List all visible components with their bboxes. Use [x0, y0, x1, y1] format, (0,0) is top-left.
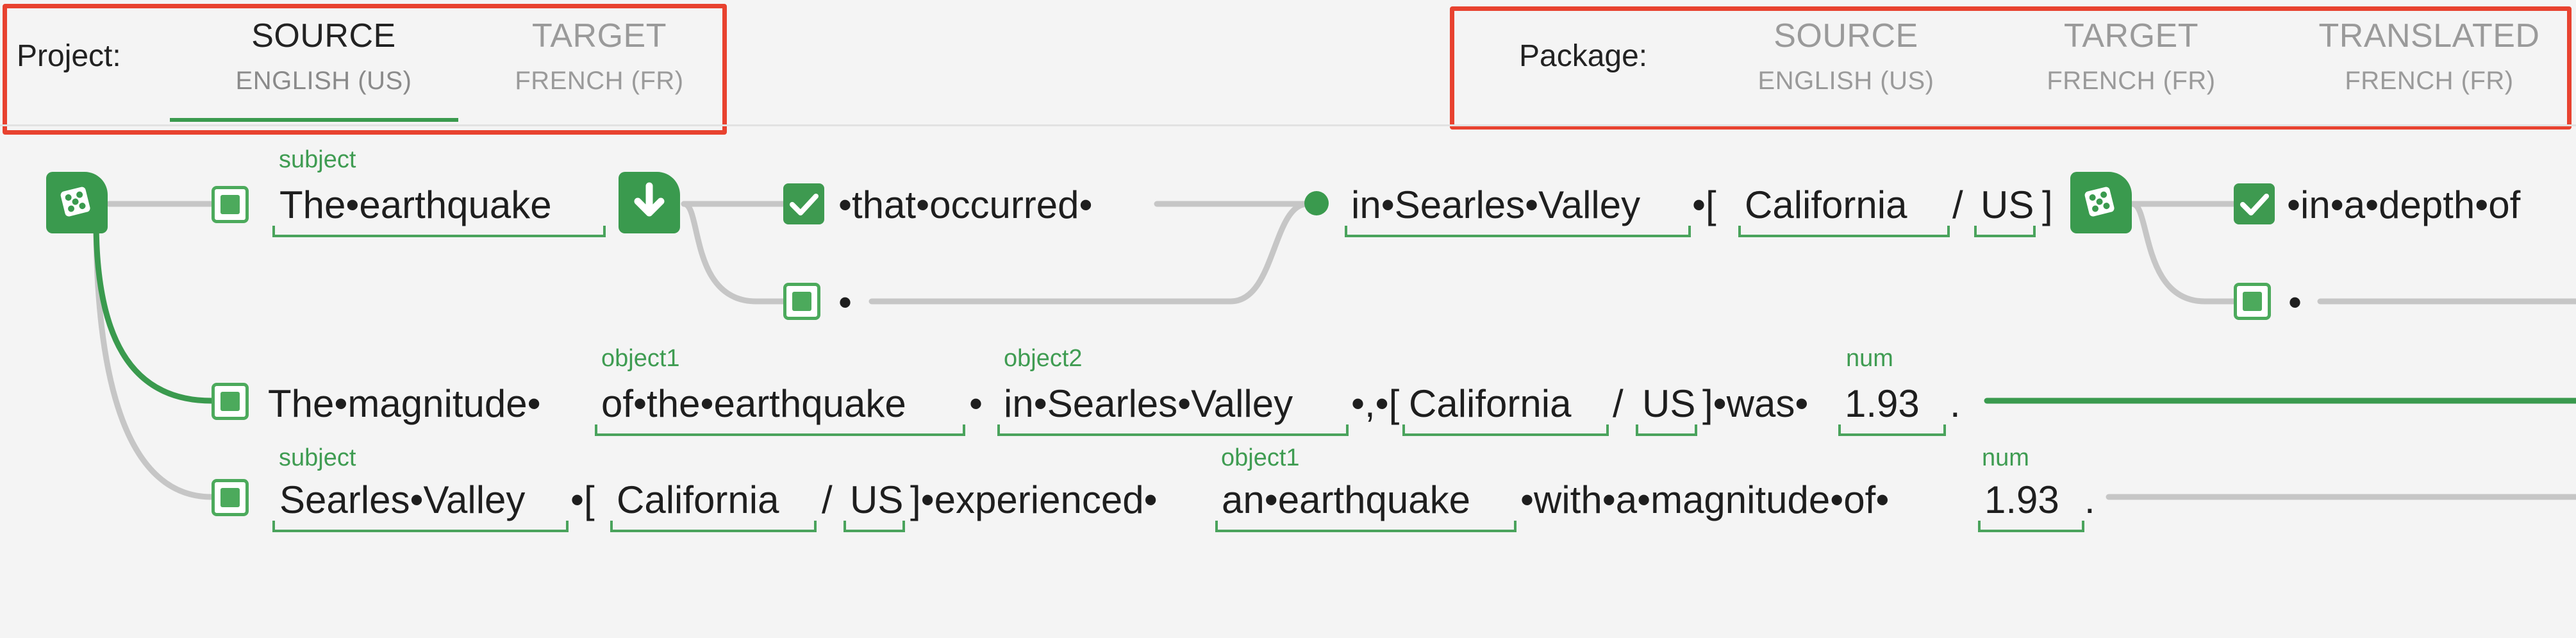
token-with-a-magnitude-of: •with•a•magnitude•of• [1520, 478, 1890, 521]
token-separator: •,•[ [1351, 382, 1400, 425]
select-node[interactable] [783, 283, 820, 320]
span-bracket [1402, 424, 1609, 436]
tab-title: TARGET [531, 17, 667, 55]
tab-package-translated[interactable]: TRANSLATED FRENCH (FR) [2301, 19, 2557, 94]
token-num-value[interactable]: 1.93 [1845, 382, 1920, 425]
select-node[interactable] [212, 186, 249, 223]
token-in-searles-valley[interactable]: in•Searles•Valley [1004, 382, 1293, 425]
link [2129, 201, 2237, 305]
span-bracket [843, 521, 905, 532]
token-experienced: ]•experienced• [910, 478, 1158, 521]
package-label: Package: [1519, 39, 1648, 73]
tab-subtitle: ENGLISH (US) [1757, 67, 1934, 95]
arrow-down-node[interactable] [619, 172, 680, 233]
token-of-the-earthquake[interactable]: of•the•earthquake [601, 382, 906, 425]
span-bracket [1215, 521, 1517, 532]
token-in-searles-valley[interactable]: in•Searles•Valley [1351, 183, 1641, 226]
role-label-object2: object2 [1004, 345, 1083, 372]
dice-node[interactable] [2070, 172, 2132, 233]
checkbox-node[interactable] [783, 183, 824, 224]
token-slash: / [822, 478, 833, 521]
span-bracket [1838, 424, 1946, 436]
role-label-num: num [1982, 444, 2029, 471]
tab-subtitle: FRENCH (FR) [515, 67, 684, 95]
token-searles-valley[interactable]: Searles•Valley [279, 478, 526, 521]
token-in-a-depth-of[interactable]: •in•a•depth•of [2287, 183, 2521, 226]
link [868, 201, 1311, 305]
role-label-subject: subject [279, 146, 356, 173]
token-bracket: •[ [1692, 183, 1716, 226]
token-was: ]•was• [1702, 382, 1809, 425]
tab-package-source[interactable]: SOURCE ENGLISH (US) [1724, 19, 1968, 94]
select-node[interactable] [2234, 283, 2271, 320]
token-that-occurred[interactable]: •that•occurred• [838, 183, 1093, 226]
span-bracket [1738, 226, 1950, 237]
arrow-down-icon [634, 182, 665, 217]
token-bullet: • [838, 281, 852, 324]
token-us[interactable]: US [1642, 382, 1696, 425]
header-divider [0, 124, 2576, 126]
span-bracket [1345, 226, 1691, 237]
checkmark-icon [790, 194, 819, 215]
dice-node[interactable] [46, 172, 108, 233]
link [681, 201, 786, 305]
token-an-earthquake[interactable]: an•earthquake [1222, 478, 1470, 521]
select-node[interactable] [212, 383, 249, 420]
tab-package-target[interactable]: TARGET FRENCH (FR) [2019, 19, 2243, 94]
checkbox-node[interactable] [2234, 183, 2275, 224]
tab-project-source[interactable]: SOURCE ENGLISH (US) [192, 19, 455, 94]
span-bracket [1978, 521, 2084, 532]
span-bracket [272, 226, 606, 237]
token-us[interactable]: US [850, 478, 904, 521]
token-us[interactable]: US [1981, 183, 2034, 226]
tab-title: TRANSLATED [2318, 17, 2540, 55]
project-highlight-box [3, 4, 727, 135]
token-the-magnitude[interactable]: The•magnitude• [268, 382, 541, 425]
token-bracket: •[ [570, 478, 595, 521]
joint-dot [1304, 191, 1329, 215]
link [93, 218, 215, 500]
tab-subtitle: FRENCH (FR) [2345, 67, 2514, 95]
dice-icon [2084, 187, 2115, 217]
span-bracket [272, 521, 569, 532]
dice-icon [60, 187, 90, 217]
token-period: . [1950, 382, 1961, 425]
tab-title: SOURCE [1774, 17, 1918, 55]
link-active [93, 218, 215, 404]
tab-subtitle: FRENCH (FR) [2047, 67, 2216, 95]
role-label-subject: subject [279, 444, 356, 471]
role-label-object1: object1 [1221, 444, 1300, 471]
tab-project-target[interactable]: TARGET FRENCH (FR) [487, 19, 711, 94]
token-bracket-close: ] [2042, 183, 2053, 226]
token-california[interactable]: California [1745, 183, 1907, 226]
span-bracket [1974, 226, 2036, 237]
token-bullet: • [2288, 281, 2302, 324]
role-label-num: num [1846, 345, 1893, 372]
package-highlight-box [1450, 6, 2572, 130]
token-the-earthquake[interactable]: The•earthquake [279, 183, 552, 226]
span-bracket [595, 424, 965, 436]
select-node[interactable] [212, 479, 249, 516]
project-label: Project: [17, 39, 121, 73]
token-period: . [2084, 478, 2095, 521]
tab-title: SOURCE [251, 17, 396, 55]
active-tab-indicator [170, 118, 458, 122]
role-label-object1: object1 [601, 345, 680, 372]
token-california[interactable]: California [1409, 382, 1572, 425]
tab-subtitle: ENGLISH (US) [235, 67, 412, 95]
token-separator: • [969, 382, 983, 425]
span-bracket [1636, 424, 1697, 436]
span-bracket [997, 424, 1349, 436]
token-num-value[interactable]: 1.93 [1984, 478, 2059, 521]
token-california[interactable]: California [617, 478, 779, 521]
span-bracket [610, 521, 817, 532]
token-slash: / [1613, 382, 1624, 425]
token-slash: / [1952, 183, 1963, 226]
checkmark-icon [2240, 194, 2269, 215]
tab-title: TARGET [2063, 17, 2199, 55]
